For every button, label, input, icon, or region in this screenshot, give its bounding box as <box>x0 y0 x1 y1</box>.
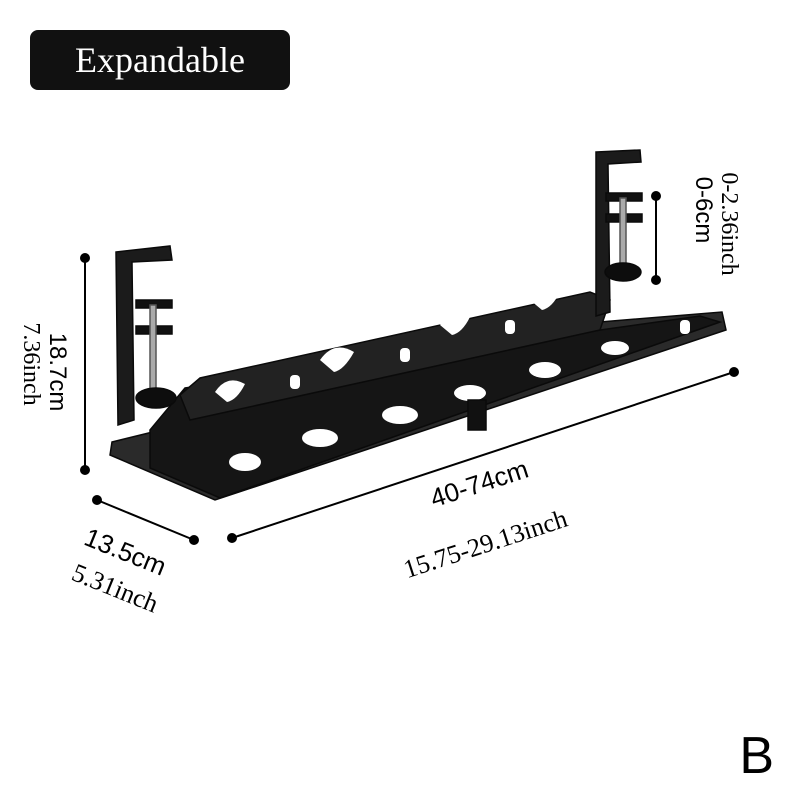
variant-letter: B <box>739 727 774 785</box>
clamp-inch-label: 0-2.36inch <box>716 172 742 275</box>
expandable-badge: Expandable <box>30 30 290 90</box>
clamp-cm-label: 0-6cm <box>690 177 717 244</box>
height-cm-label: 18.7cm <box>44 333 71 412</box>
dimension-lines <box>80 191 739 545</box>
length-inch-label: 15.75-29.13inch <box>400 504 571 584</box>
height-inch-label: 7.36inch <box>18 322 44 405</box>
length-cm-label: 40-74cm <box>426 454 531 514</box>
cable-tray-icon <box>109 149 727 501</box>
